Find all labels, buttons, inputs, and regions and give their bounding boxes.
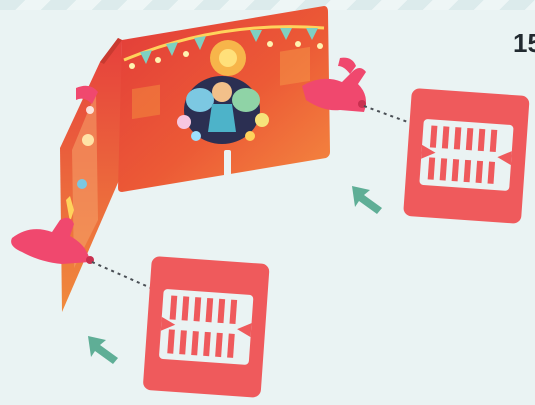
arrow-top-icon <box>352 186 382 214</box>
stand-bottom-icon <box>143 256 270 398</box>
stand-top-icon <box>403 88 530 224</box>
arrow-bottom-icon <box>88 336 118 364</box>
card-front-icon <box>118 6 330 192</box>
